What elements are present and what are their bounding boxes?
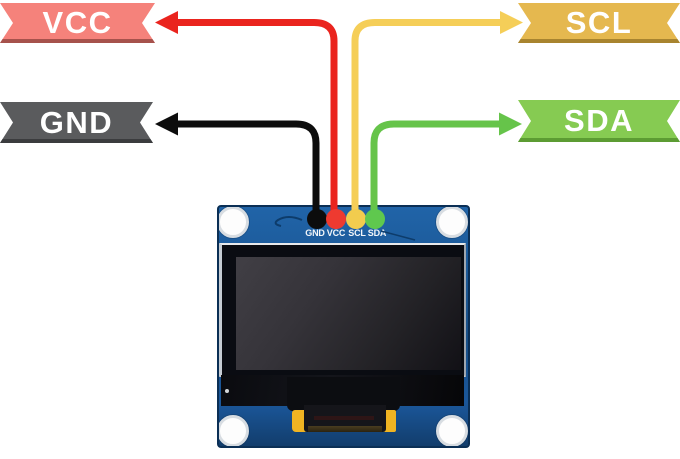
gnd-arrowhead-icon — [155, 112, 178, 136]
sda-pin-dot — [365, 209, 385, 229]
sda-label: SDA — [564, 103, 634, 138]
sda-arrowhead-icon — [499, 112, 522, 136]
pin-label-gnd: GND — [305, 228, 325, 238]
scl-banner: SCL — [518, 3, 680, 43]
vcc-wire — [173, 19, 338, 219]
gnd-banner-edge — [0, 139, 153, 143]
pin-label-scl: SCL — [348, 228, 366, 238]
pcb-trace-diagonal-icon — [380, 230, 416, 241]
pcb-trace-icon — [274, 216, 303, 227]
vcc-label: VCC — [42, 5, 113, 40]
pin-label-sda: SDA — [367, 228, 387, 238]
vcc-banner: VCC — [0, 3, 155, 43]
gnd-label: GND — [39, 104, 114, 140]
oled-module-board: GND VCC SCL SDA — [217, 205, 470, 448]
scl-arrowhead-icon — [500, 11, 523, 34]
gnd-banner: GND — [0, 102, 153, 143]
gnd-wire — [173, 120, 320, 219]
mounting-hole-bottom-left — [219, 415, 249, 446]
scl-banner-edge — [518, 39, 680, 43]
oled-screen — [236, 257, 461, 370]
vcc-banner-edge — [0, 39, 155, 43]
scl-pin-dot — [346, 209, 366, 229]
sda-banner: SDA — [518, 100, 680, 142]
sda-banner-edge — [518, 138, 680, 142]
pin-label-vcc: VCC — [326, 228, 346, 238]
scl-wire — [351, 19, 505, 219]
mounting-hole-top-left — [219, 207, 249, 238]
sda-wire — [370, 120, 504, 219]
connector-gold-edge — [308, 426, 382, 432]
vcc-arrowhead-icon — [155, 11, 178, 34]
silkscreen-dot — [225, 389, 229, 393]
mounting-hole-top-right — [436, 207, 468, 238]
vcc-pin-dot — [326, 209, 346, 229]
oled-screen-frame — [219, 243, 466, 377]
scl-label: SCL — [565, 5, 633, 40]
flex-connector — [304, 405, 386, 432]
connector-stripe — [314, 416, 374, 420]
gnd-pin-dot — [307, 209, 327, 229]
mounting-hole-bottom-right — [436, 415, 468, 446]
